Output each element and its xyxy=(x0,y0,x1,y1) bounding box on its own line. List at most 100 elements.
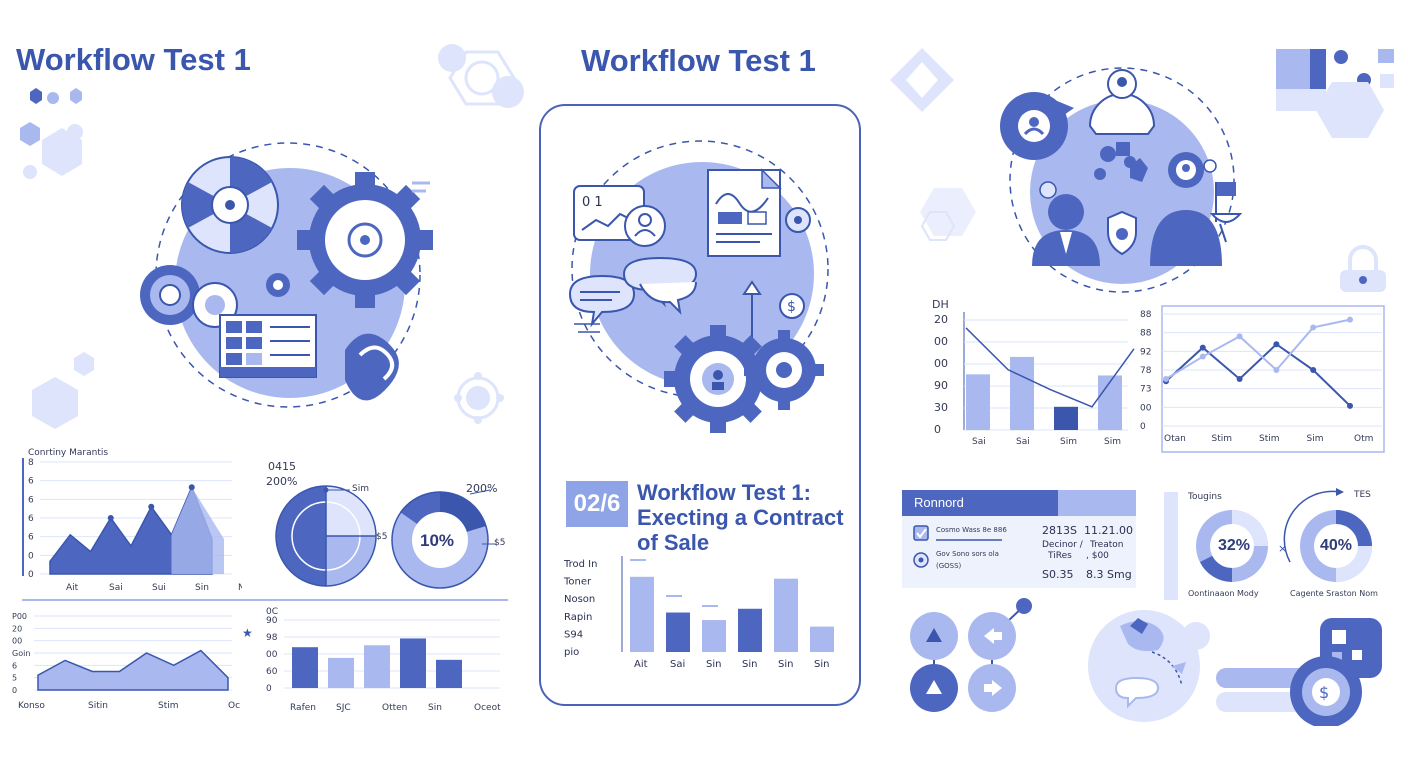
svg-text:×: × xyxy=(1278,542,1287,555)
center-bar-y-label: Noson xyxy=(564,594,595,605)
center-title: Workflow Test 1 xyxy=(581,43,816,78)
line-chart-x-label: Otan xyxy=(1164,434,1186,444)
donut-right-top: 200% xyxy=(466,482,498,495)
illustration-label-01: 0 1 xyxy=(582,195,603,210)
small-bar-x-label: Otten xyxy=(382,703,407,713)
small-bar xyxy=(400,638,426,688)
bar-line-x-label: Sai xyxy=(1016,437,1030,447)
record-row-3: (GOSS) xyxy=(936,562,962,570)
area-chart-y-tick: 6 xyxy=(28,495,34,505)
line-chart-point xyxy=(1163,375,1169,382)
line-chart-y-tick: 92 xyxy=(1140,347,1151,357)
center-bar-x-label: Sin xyxy=(814,659,829,670)
small-bar-x-label: Oceot xyxy=(474,703,501,713)
bar-line-bar xyxy=(1010,356,1034,430)
bar-line-x-label: Sim xyxy=(1060,437,1077,447)
small-bar xyxy=(436,659,462,688)
line-chart-point xyxy=(1273,341,1280,348)
record-value-b2: Treaton xyxy=(1090,540,1124,550)
donut-header: 0415 xyxy=(268,460,296,473)
area-chart-y-tick: 6 xyxy=(28,514,34,524)
small-area-y-tick: 00 xyxy=(12,637,22,646)
right-donuts: × xyxy=(1164,488,1372,600)
small-bar xyxy=(292,647,318,688)
small-bar-y-tick: 90 xyxy=(266,616,278,626)
small-area-y-tick: 0 xyxy=(12,686,17,695)
small-area-y-tick: P00 xyxy=(12,612,27,621)
record-value-a3: TiRes xyxy=(1048,551,1072,561)
star-icon: ★ xyxy=(242,626,253,640)
line-chart-point xyxy=(1236,333,1243,340)
center-bar-y-label: Toner xyxy=(563,577,592,588)
area-chart-point xyxy=(107,515,114,521)
small-area-x-label: Stim xyxy=(158,701,179,710)
area-chart-x-label: Sin xyxy=(195,583,209,593)
line-chart-point xyxy=(1199,353,1206,360)
center-bar xyxy=(630,576,654,652)
bar-line-bar xyxy=(966,374,990,430)
donut-left-label2: $5 xyxy=(376,532,388,542)
line-chart-point xyxy=(1199,344,1206,351)
gears-illustration xyxy=(140,142,433,408)
center-bar xyxy=(702,620,726,652)
small-bar-y-tick: 98 xyxy=(266,633,278,643)
line-chart-point xyxy=(1236,375,1243,382)
line-chart-point xyxy=(1310,367,1317,373)
donut-right-value: 10% xyxy=(420,531,455,550)
record-header: Ronnord xyxy=(902,490,1058,516)
area-chart-y-tick: 0 xyxy=(28,570,34,580)
bar-line-x-label: Sim xyxy=(1104,437,1121,447)
left-title: Workflow Test 1 xyxy=(16,42,251,77)
line-chart-x-label: Stim xyxy=(1212,434,1233,444)
small-bar-header: 0C xyxy=(266,607,279,617)
line-chart-y-tick: 88 xyxy=(1140,329,1152,339)
record-value-b3: , $00 xyxy=(1086,551,1109,561)
right-donut-left-caption: Oontinaaon Mody xyxy=(1188,589,1259,598)
dollar-label: $ xyxy=(787,299,796,315)
record-value-a2: Decinor / xyxy=(1042,540,1083,550)
small-bar xyxy=(364,645,390,688)
right-donut-right-caption: Cagente Sraston Nom xyxy=(1290,589,1378,598)
bar-line-y-tick: 90 xyxy=(934,379,948,392)
area-chart-x-label: Sai xyxy=(109,583,123,593)
small-bar xyxy=(328,657,354,688)
bar-line-x-label: Sai xyxy=(972,437,986,447)
record-value-b4: 8.3 Smg xyxy=(1086,568,1132,581)
donut-right-side: $5 xyxy=(494,538,506,548)
area-chart-title: Conrtiny Marantis xyxy=(28,448,109,458)
line-chart-y-tick: 73 xyxy=(1140,385,1151,395)
line-chart-y-tick: 00 xyxy=(1140,403,1152,413)
area-chart-y-tick: 8 xyxy=(28,458,34,468)
bar-line-header: DH xyxy=(932,298,949,311)
line-chart-x-label: Sim xyxy=(1307,434,1324,444)
donut-left-label: Sim xyxy=(352,484,369,494)
area-chart-y-tick: 6 xyxy=(28,533,34,543)
record-header-accent xyxy=(1058,490,1136,516)
line-chart-x-label: Otm xyxy=(1354,434,1373,444)
center-bar xyxy=(810,626,834,652)
center-bar-y-label: Rapin xyxy=(564,612,592,623)
line-chart-x-label: Stim xyxy=(1259,434,1280,444)
center-bar-y-label: S94 xyxy=(564,629,583,640)
right-donut-left-header: Tougins xyxy=(1188,492,1222,502)
record-value-b1: 11.21.00 xyxy=(1084,524,1133,537)
center-bar-x-label: Sin xyxy=(706,659,721,670)
donut-pair xyxy=(275,485,496,589)
small-area-y-tick: 5 xyxy=(12,674,17,683)
small-area-y-tick: 20 xyxy=(12,624,22,633)
center-bar-x-label: Sin xyxy=(742,659,757,670)
center-bar-x-label: Ait xyxy=(634,659,648,670)
bar-line-y-tick: 30 xyxy=(934,401,948,414)
small-bar-x-label: SJC xyxy=(336,703,351,713)
area-chart-point xyxy=(188,484,195,491)
area-chart-point xyxy=(148,503,155,510)
small-area-y-tick: 6 xyxy=(12,661,17,670)
bar-line-y-tick: 00 xyxy=(934,357,948,370)
small-area-y-tick: Goin xyxy=(12,649,30,658)
line-chart-point xyxy=(1273,367,1280,373)
